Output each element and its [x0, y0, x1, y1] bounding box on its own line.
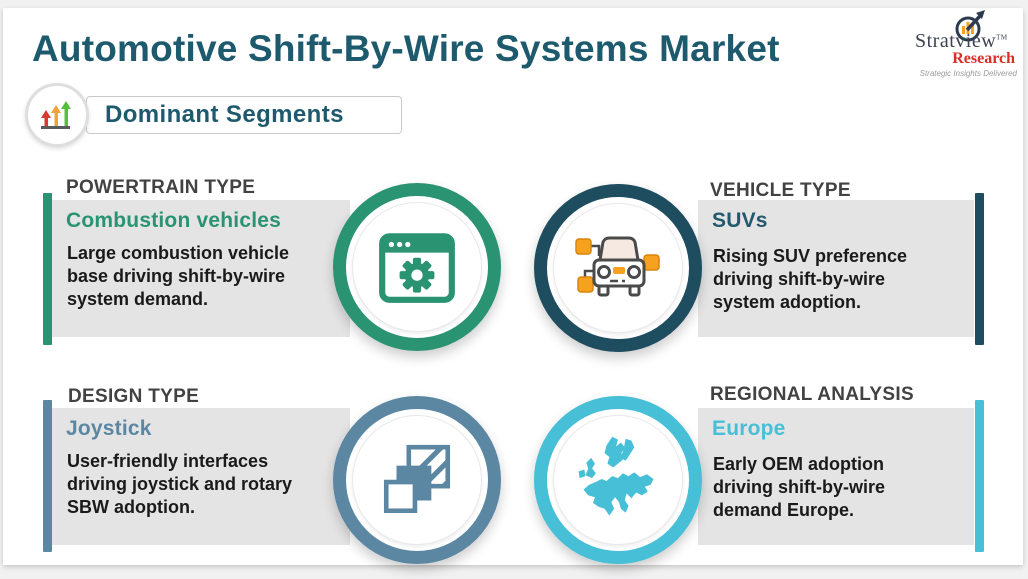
segment-name: SUVs [712, 209, 768, 232]
category-regional-analysis: REGIONAL ANALYSIS [710, 384, 914, 405]
stratview-logo: StratviewTM Research Strategic Insights … [905, 8, 1017, 80]
segment-description: Rising SUV preference driving shift-by-w… [713, 246, 908, 312]
design-circle [333, 396, 501, 564]
powertrain-circle [333, 183, 501, 351]
layers-icon [383, 444, 451, 514]
segment-card-vehicle: SUVs Rising SUV preference driving shift… [698, 200, 974, 337]
segment-name: Europe [712, 417, 786, 440]
accent-bar-regional [975, 400, 984, 552]
segment-description: User-friendly interfaces driving joystic… [67, 451, 293, 517]
segment-description: Early OEM adoption driving shift-by-wire… [713, 454, 886, 520]
rising-arrows-icon [25, 83, 89, 147]
category-powertrain-type: POWERTRAIN TYPE [66, 177, 256, 198]
magnifier-growth-chart-icon [955, 10, 985, 42]
accent-bar-vehicle [975, 193, 984, 345]
segment-description: Large combustion vehicle base driving sh… [67, 243, 290, 309]
segment-name: Joystick [66, 417, 152, 440]
connected-car-icon [575, 236, 660, 297]
browser-gear-icon [379, 233, 455, 303]
accent-bar-design [43, 400, 52, 552]
vehicle-circle [534, 184, 702, 352]
europe-map-icon [578, 436, 654, 516]
regional-circle [534, 396, 702, 564]
category-design-type: DESIGN TYPE [68, 386, 200, 407]
segment-card-design: Joystick User-friendly interfaces drivin… [52, 408, 350, 545]
segment-name: Combustion vehicles [66, 209, 282, 232]
category-vehicle-type: VEHICLE TYPE [710, 180, 851, 201]
accent-bar-powertrain [43, 193, 52, 345]
logo-name: StratviewTM [915, 30, 1008, 52]
segment-card-regional: Europe Early OEM adoption driving shift-… [698, 408, 974, 545]
badge-label: Dominant Segments [105, 101, 344, 128]
logo-tagline: Strategic Insights Delivered [919, 69, 1017, 78]
page-title: Automotive Shift-By-Wire Systems Market [32, 28, 780, 69]
dominant-segments-badge: Dominant Segments [86, 96, 402, 134]
segment-card-powertrain: Combustion vehicles Large combustion veh… [52, 200, 350, 337]
logo-subname: Research [952, 50, 1015, 67]
trademark: TM [996, 33, 1008, 42]
